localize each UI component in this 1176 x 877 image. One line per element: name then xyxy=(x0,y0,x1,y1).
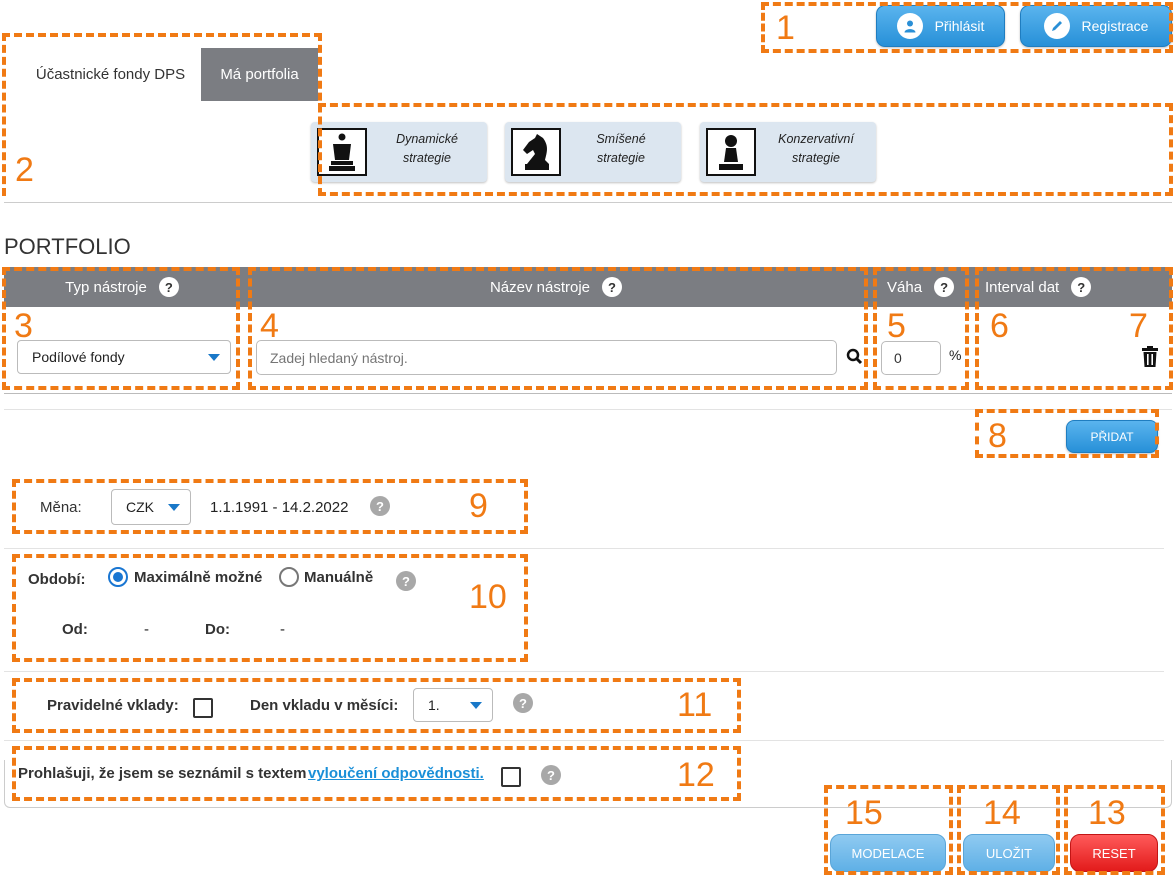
divider xyxy=(4,548,1164,549)
to-value: - xyxy=(280,621,285,638)
radio-manual-label: Manuálně xyxy=(304,569,374,586)
help-icon[interactable]: ? xyxy=(1071,277,1092,297)
model-button[interactable]: MODELACE xyxy=(830,834,946,872)
tab-ucastnicke-fondy[interactable]: Účastnické fondy DPS xyxy=(20,48,201,101)
date-range: 1.1.1991 - 14.2.2022 xyxy=(210,499,349,516)
to-label: Do: xyxy=(205,621,230,638)
divider xyxy=(4,671,1164,672)
help-icon[interactable]: ? xyxy=(541,765,561,785)
tab-ma-portfolia[interactable]: Má portfolia xyxy=(201,48,318,101)
chess-queen-icon xyxy=(317,128,367,176)
column-label: Váha xyxy=(887,278,923,296)
help-icon[interactable]: ? xyxy=(396,571,416,591)
save-label: ULOŽIT xyxy=(985,845,1033,861)
select-value: Podílové fondy xyxy=(32,349,125,365)
divider xyxy=(4,202,1172,203)
reset-button[interactable]: RESET xyxy=(1070,834,1158,872)
help-icon[interactable]: ? xyxy=(158,277,179,297)
chevron-down-icon xyxy=(208,354,220,361)
model-label: MODELACE xyxy=(851,845,925,861)
trash-icon[interactable] xyxy=(1141,346,1159,368)
annotation-number: 13 xyxy=(1088,794,1126,832)
annotation-number: 9 xyxy=(469,487,488,525)
annotation-box-10 xyxy=(12,554,528,662)
user-icon xyxy=(896,13,923,39)
add-button[interactable]: PŘIDAT xyxy=(1066,420,1158,453)
annotation-number: 3 xyxy=(14,307,33,345)
annotation-number: 5 xyxy=(887,307,906,345)
help-icon[interactable]: ? xyxy=(513,693,533,713)
percent-sign: % xyxy=(949,347,962,363)
save-button[interactable]: ULOŽIT xyxy=(963,834,1055,872)
radio-max[interactable] xyxy=(108,567,128,587)
period-label: Období: xyxy=(28,571,86,588)
search-icon[interactable] xyxy=(846,348,864,366)
column-header-name: Název nástroje ? xyxy=(240,267,872,307)
annotation-number: 2 xyxy=(15,151,34,189)
instrument-search-input[interactable] xyxy=(256,340,837,375)
reset-label: RESET xyxy=(1092,845,1136,861)
currency-select[interactable]: CZK xyxy=(111,489,191,525)
deposit-day-label: Den vkladu v měsíci: xyxy=(250,697,399,714)
annotation-number: 11 xyxy=(677,686,713,724)
currency-label: Měna: xyxy=(40,499,82,516)
disclaimer-link[interactable]: vyloučení odpovědnosti. xyxy=(308,765,484,782)
divider xyxy=(4,740,1164,741)
chevron-down-icon xyxy=(168,504,180,511)
tab-label: Má portfolia xyxy=(220,66,299,83)
radio-max-label: Maximálně možné xyxy=(134,569,263,586)
annotation-number: 14 xyxy=(983,794,1021,832)
help-icon[interactable]: ? xyxy=(602,277,623,297)
annotation-number: 6 xyxy=(990,307,1009,345)
disclaimer-text: Prohlašuji, že jsem se seznámil s textem xyxy=(18,765,307,782)
add-label: PŘIDAT xyxy=(1090,429,1134,444)
annotation-number: 10 xyxy=(469,578,507,616)
annotation-number: 12 xyxy=(677,756,715,794)
chevron-down-icon xyxy=(470,702,482,709)
divider xyxy=(4,393,1172,394)
from-label: Od: xyxy=(62,621,88,638)
select-value: 1. xyxy=(428,697,440,713)
column-label: Typ nástroje xyxy=(65,278,147,296)
annotation-number: 7 xyxy=(1129,307,1148,345)
pencil-icon xyxy=(1043,13,1070,39)
chess-pawn-icon xyxy=(706,128,756,176)
column-header-type: Typ nástroje ? xyxy=(4,267,240,307)
annotation-number: 8 xyxy=(988,417,1007,455)
portfolio-title: PORTFOLIO xyxy=(4,234,131,259)
tab-label: Účastnické fondy DPS xyxy=(35,66,186,83)
column-label: Interval dat xyxy=(985,278,1060,296)
deposit-day-select[interactable]: 1. xyxy=(413,688,493,722)
radio-manual[interactable] xyxy=(279,567,299,587)
regular-deposits-checkbox[interactable] xyxy=(193,698,213,718)
column-label: Název nástroje xyxy=(489,278,591,296)
annotation-number: 15 xyxy=(845,794,883,832)
column-header-interval: Interval dat ? xyxy=(976,267,1172,307)
help-icon[interactable]: ? xyxy=(934,277,955,297)
weight-input[interactable] xyxy=(881,341,941,375)
register-button[interactable]: Registrace xyxy=(1020,5,1172,47)
column-header-weight: Váha ? xyxy=(872,267,976,307)
select-value: CZK xyxy=(126,499,154,515)
regular-deposits-label: Pravidelné vklady: xyxy=(47,697,179,714)
divider xyxy=(4,409,1172,410)
login-label: Přihlásit xyxy=(934,18,985,34)
chess-knight-icon xyxy=(511,128,561,176)
register-label: Registrace xyxy=(1081,18,1149,34)
form-border xyxy=(4,760,1172,808)
from-value: - xyxy=(144,621,149,638)
disclaimer-checkbox[interactable] xyxy=(501,767,521,787)
login-button[interactable]: Přihlásit xyxy=(876,5,1005,47)
instrument-type-select[interactable]: Podílové fondy xyxy=(17,340,231,374)
help-icon[interactable]: ? xyxy=(370,496,390,516)
annotation-number: 1 xyxy=(776,9,795,47)
annotation-number: 4 xyxy=(260,307,279,345)
